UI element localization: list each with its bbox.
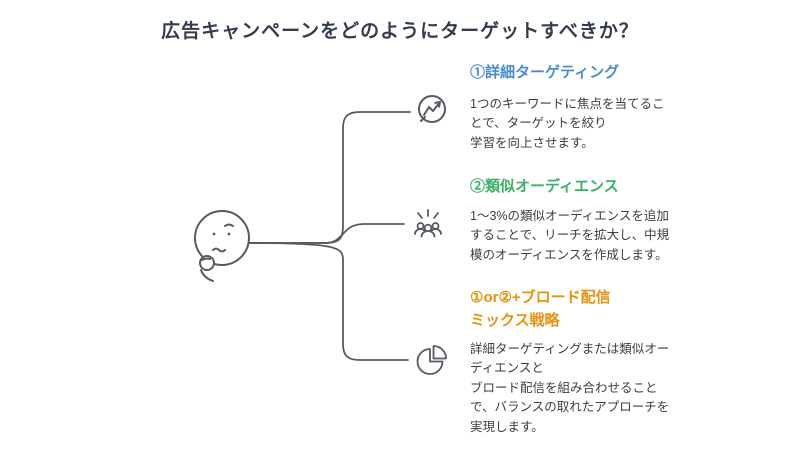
branch-heading-lookalike-audience: ②類似オーディエンス	[470, 178, 619, 195]
connector-top	[249, 111, 411, 244]
branch-heading-mix-strategy: ①or②+ブロード配信 ミックス戦略	[470, 289, 611, 329]
pie-chart-icon	[416, 345, 447, 375]
audience-icon	[414, 209, 442, 238]
branch-heading-detailed-targeting: ①詳細ターゲティング	[470, 64, 620, 81]
branch-body-mix-strategy: 詳細ターゲティングまたは類似オー ディエンスと ブロード配信を組み合わせること …	[470, 342, 670, 434]
thinking-face-icon	[194, 210, 250, 282]
connector-middle	[249, 223, 405, 244]
connector-bottom	[249, 242, 409, 361]
chart-analysis-icon	[418, 95, 446, 123]
branch-body-detailed-targeting: 1つのキーワードに焦点を当てるこ とで、ターゲットを絞り 学習を向上させます。	[470, 97, 665, 150]
branch-body-lookalike-audience: 1〜3%の類似オーディエンスを追加 することで、リーチを拡大し、中規 模のオーデ…	[470, 209, 670, 262]
page-title: 広告キャンペーンをどのようにターゲットすべきか？	[161, 21, 639, 42]
